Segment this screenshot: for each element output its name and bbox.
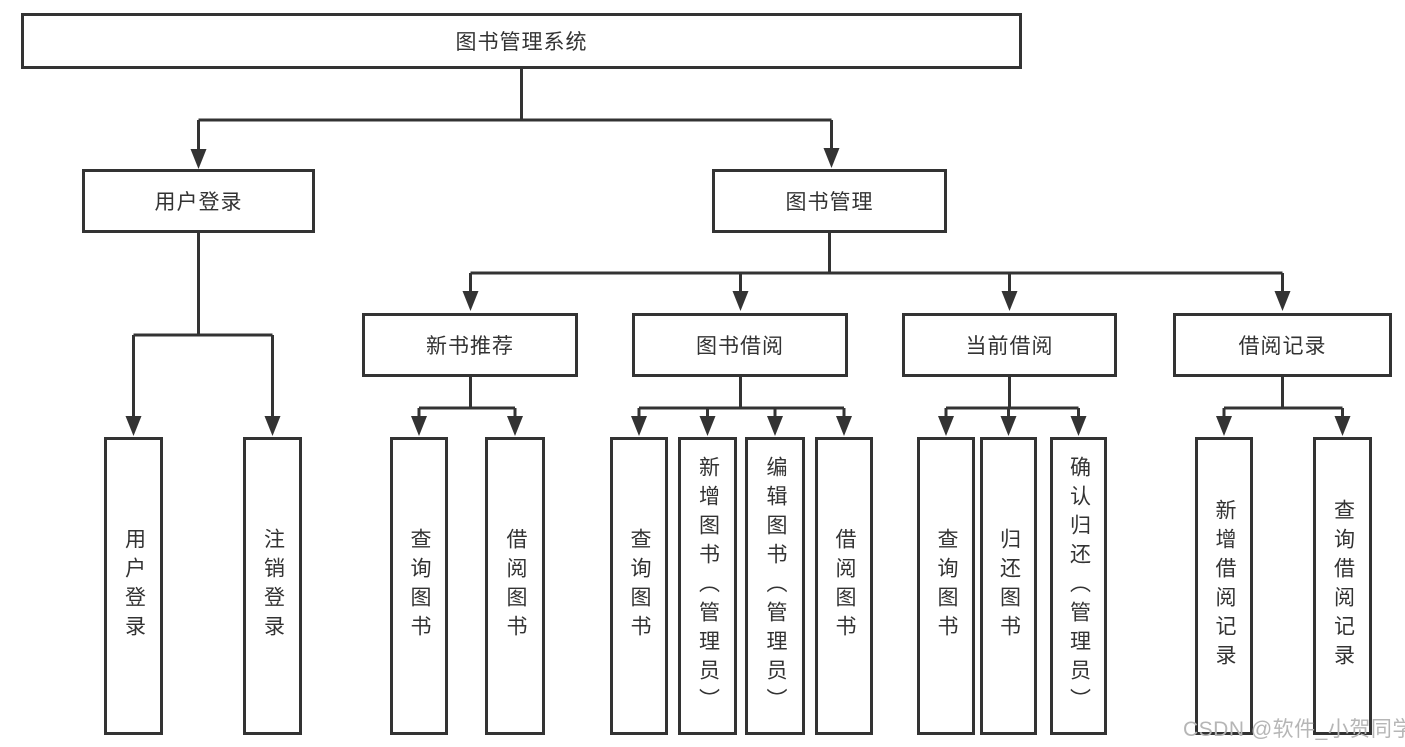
leaf-query-books-3: 查询图书: [917, 437, 975, 735]
leaf-add-borrow-record-label: 新增借阅记录: [1213, 499, 1236, 673]
watermark: CSDN @软件_小贺同学: [1183, 718, 1405, 741]
leaf-borrow-books-1-label: 借阅图书: [504, 528, 527, 644]
leaf-confirm-return-admin-label: 确认归还（管理员）: [1067, 455, 1091, 717]
node-user-login-label: 用户登录: [154, 191, 243, 214]
leaf-borrow-books-1: 借阅图书: [485, 437, 545, 735]
node-user-login: 用户登录: [82, 169, 315, 233]
node-current-borrowing-label: 当前借阅: [965, 335, 1054, 358]
leaf-query-books-1-label: 查询图书: [408, 528, 431, 644]
leaf-logout-label: 注销登录: [261, 528, 285, 644]
leaf-query-books-2: 查询图书: [610, 437, 668, 735]
node-book-management: 图书管理: [712, 169, 947, 233]
leaf-query-borrow-record-label: 查询借阅记录: [1331, 499, 1355, 673]
node-book-management-label: 图书管理: [785, 191, 874, 214]
leaf-user-login-label: 用户登录: [122, 528, 146, 644]
leaf-add-borrow-record: 新增借阅记录: [1195, 437, 1253, 735]
leaf-add-book-admin-label: 新增图书（管理员）: [696, 455, 720, 717]
leaf-user-login: 用户登录: [104, 437, 163, 735]
leaf-edit-book-admin: 编辑图书（管理员）: [745, 437, 805, 735]
node-borrowing-records-label: 借阅记录: [1238, 335, 1327, 358]
node-root: 图书管理系统: [21, 13, 1022, 69]
node-book-borrowing-label: 图书借阅: [696, 335, 784, 358]
node-current-borrowing: 当前借阅: [902, 313, 1117, 377]
leaf-return-book: 归还图书: [980, 437, 1037, 735]
leaf-query-books-2-label: 查询图书: [628, 528, 651, 644]
leaf-query-books-1: 查询图书: [390, 437, 448, 735]
leaf-confirm-return-admin: 确认归还（管理员）: [1050, 437, 1107, 735]
leaf-query-books-3-label: 查询图书: [935, 528, 958, 644]
leaf-add-book-admin: 新增图书（管理员）: [678, 437, 737, 735]
leaf-logout: 注销登录: [243, 437, 302, 735]
node-root-label: 图书管理系统: [455, 31, 588, 54]
leaf-query-borrow-record: 查询借阅记录: [1313, 437, 1372, 735]
node-new-book-recommend-label: 新书推荐: [426, 335, 514, 358]
leaf-edit-book-admin-label: 编辑图书（管理员）: [764, 455, 787, 717]
leaf-return-book-label: 归还图书: [997, 528, 1021, 644]
node-borrowing-records: 借阅记录: [1173, 313, 1392, 377]
arrowhead-icons: [125, 148, 1351, 436]
leaf-borrow-books-2-label: 借阅图书: [833, 528, 856, 644]
node-book-borrowing: 图书借阅: [632, 313, 848, 377]
leaf-borrow-books-2: 借阅图书: [815, 437, 873, 735]
node-new-book-recommend: 新书推荐: [362, 313, 578, 377]
